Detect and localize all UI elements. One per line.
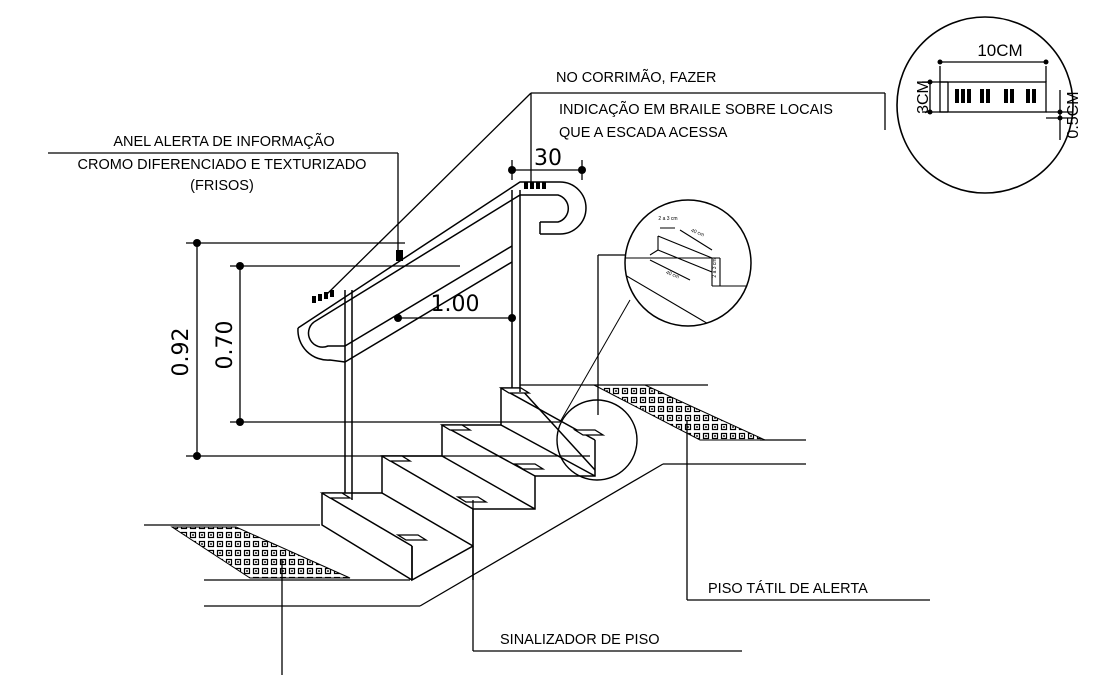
handrail <box>297 181 587 500</box>
info-ring-marker <box>396 250 403 261</box>
braille-width: 10CM <box>977 41 1022 60</box>
dim-092: 0.92 <box>169 328 194 377</box>
detail-step: 2 a 3 cm 40 cm 40 cm 2 a 3 cm <box>624 199 752 327</box>
label-piso-tatil: PISO TÁTIL DE ALERTA <box>708 580 868 597</box>
label-sinalizador: SINALIZADOR DE PISO <box>500 632 660 648</box>
detail-braille: 10CM 3CM 0.5CM <box>896 16 1082 194</box>
detail-connector <box>559 299 631 423</box>
anel-line-3: (FRISOS) <box>190 178 254 194</box>
leader-lines <box>48 92 930 675</box>
callout-corrimao: NO CORRIMÃO, FAZER INDICAÇÃO EM BRAILE S… <box>556 69 833 141</box>
step-length-top: 40 cm <box>690 228 705 239</box>
braille-offset: 0.5CM <box>1065 91 1082 138</box>
dimension-dots <box>193 166 586 460</box>
dim-30: 30 <box>534 146 562 171</box>
floor-lines <box>144 384 806 607</box>
detail-locator-circle <box>556 399 638 481</box>
tactile-floor-top <box>593 384 766 441</box>
corrimao-line-3: QUE A ESCADA ACESSA <box>559 125 728 141</box>
step-length-bottom: 40 cm <box>665 270 680 281</box>
step-depth-top: 2 a 3 cm <box>658 216 677 222</box>
corrimao-line-2: INDICAÇÃO EM BRAILE SOBRE LOCAIS <box>559 101 833 118</box>
step-nosing-markers <box>319 387 606 541</box>
tactile-floor-bottom <box>170 526 351 579</box>
anel-line-2: CROMO DIFERENCIADO E TEXTURIZADO <box>78 157 367 173</box>
step-depth-side: 2 a 3 cm <box>712 258 718 277</box>
callout-anel: ANEL ALERTA DE INFORMAÇÃO CROMO DIFERENC… <box>78 133 367 194</box>
dim-070: 0.70 <box>213 321 238 370</box>
dimension-lines <box>186 160 590 457</box>
anel-line-1: ANEL ALERTA DE INFORMAÇÃO <box>113 133 334 150</box>
corrimao-line-1: NO CORRIMÃO, FAZER <box>556 69 716 86</box>
braille-height: 3CM <box>915 80 932 114</box>
staircase <box>321 387 596 582</box>
braille-dots <box>927 59 1063 121</box>
dim-100: 1.00 <box>431 292 480 317</box>
